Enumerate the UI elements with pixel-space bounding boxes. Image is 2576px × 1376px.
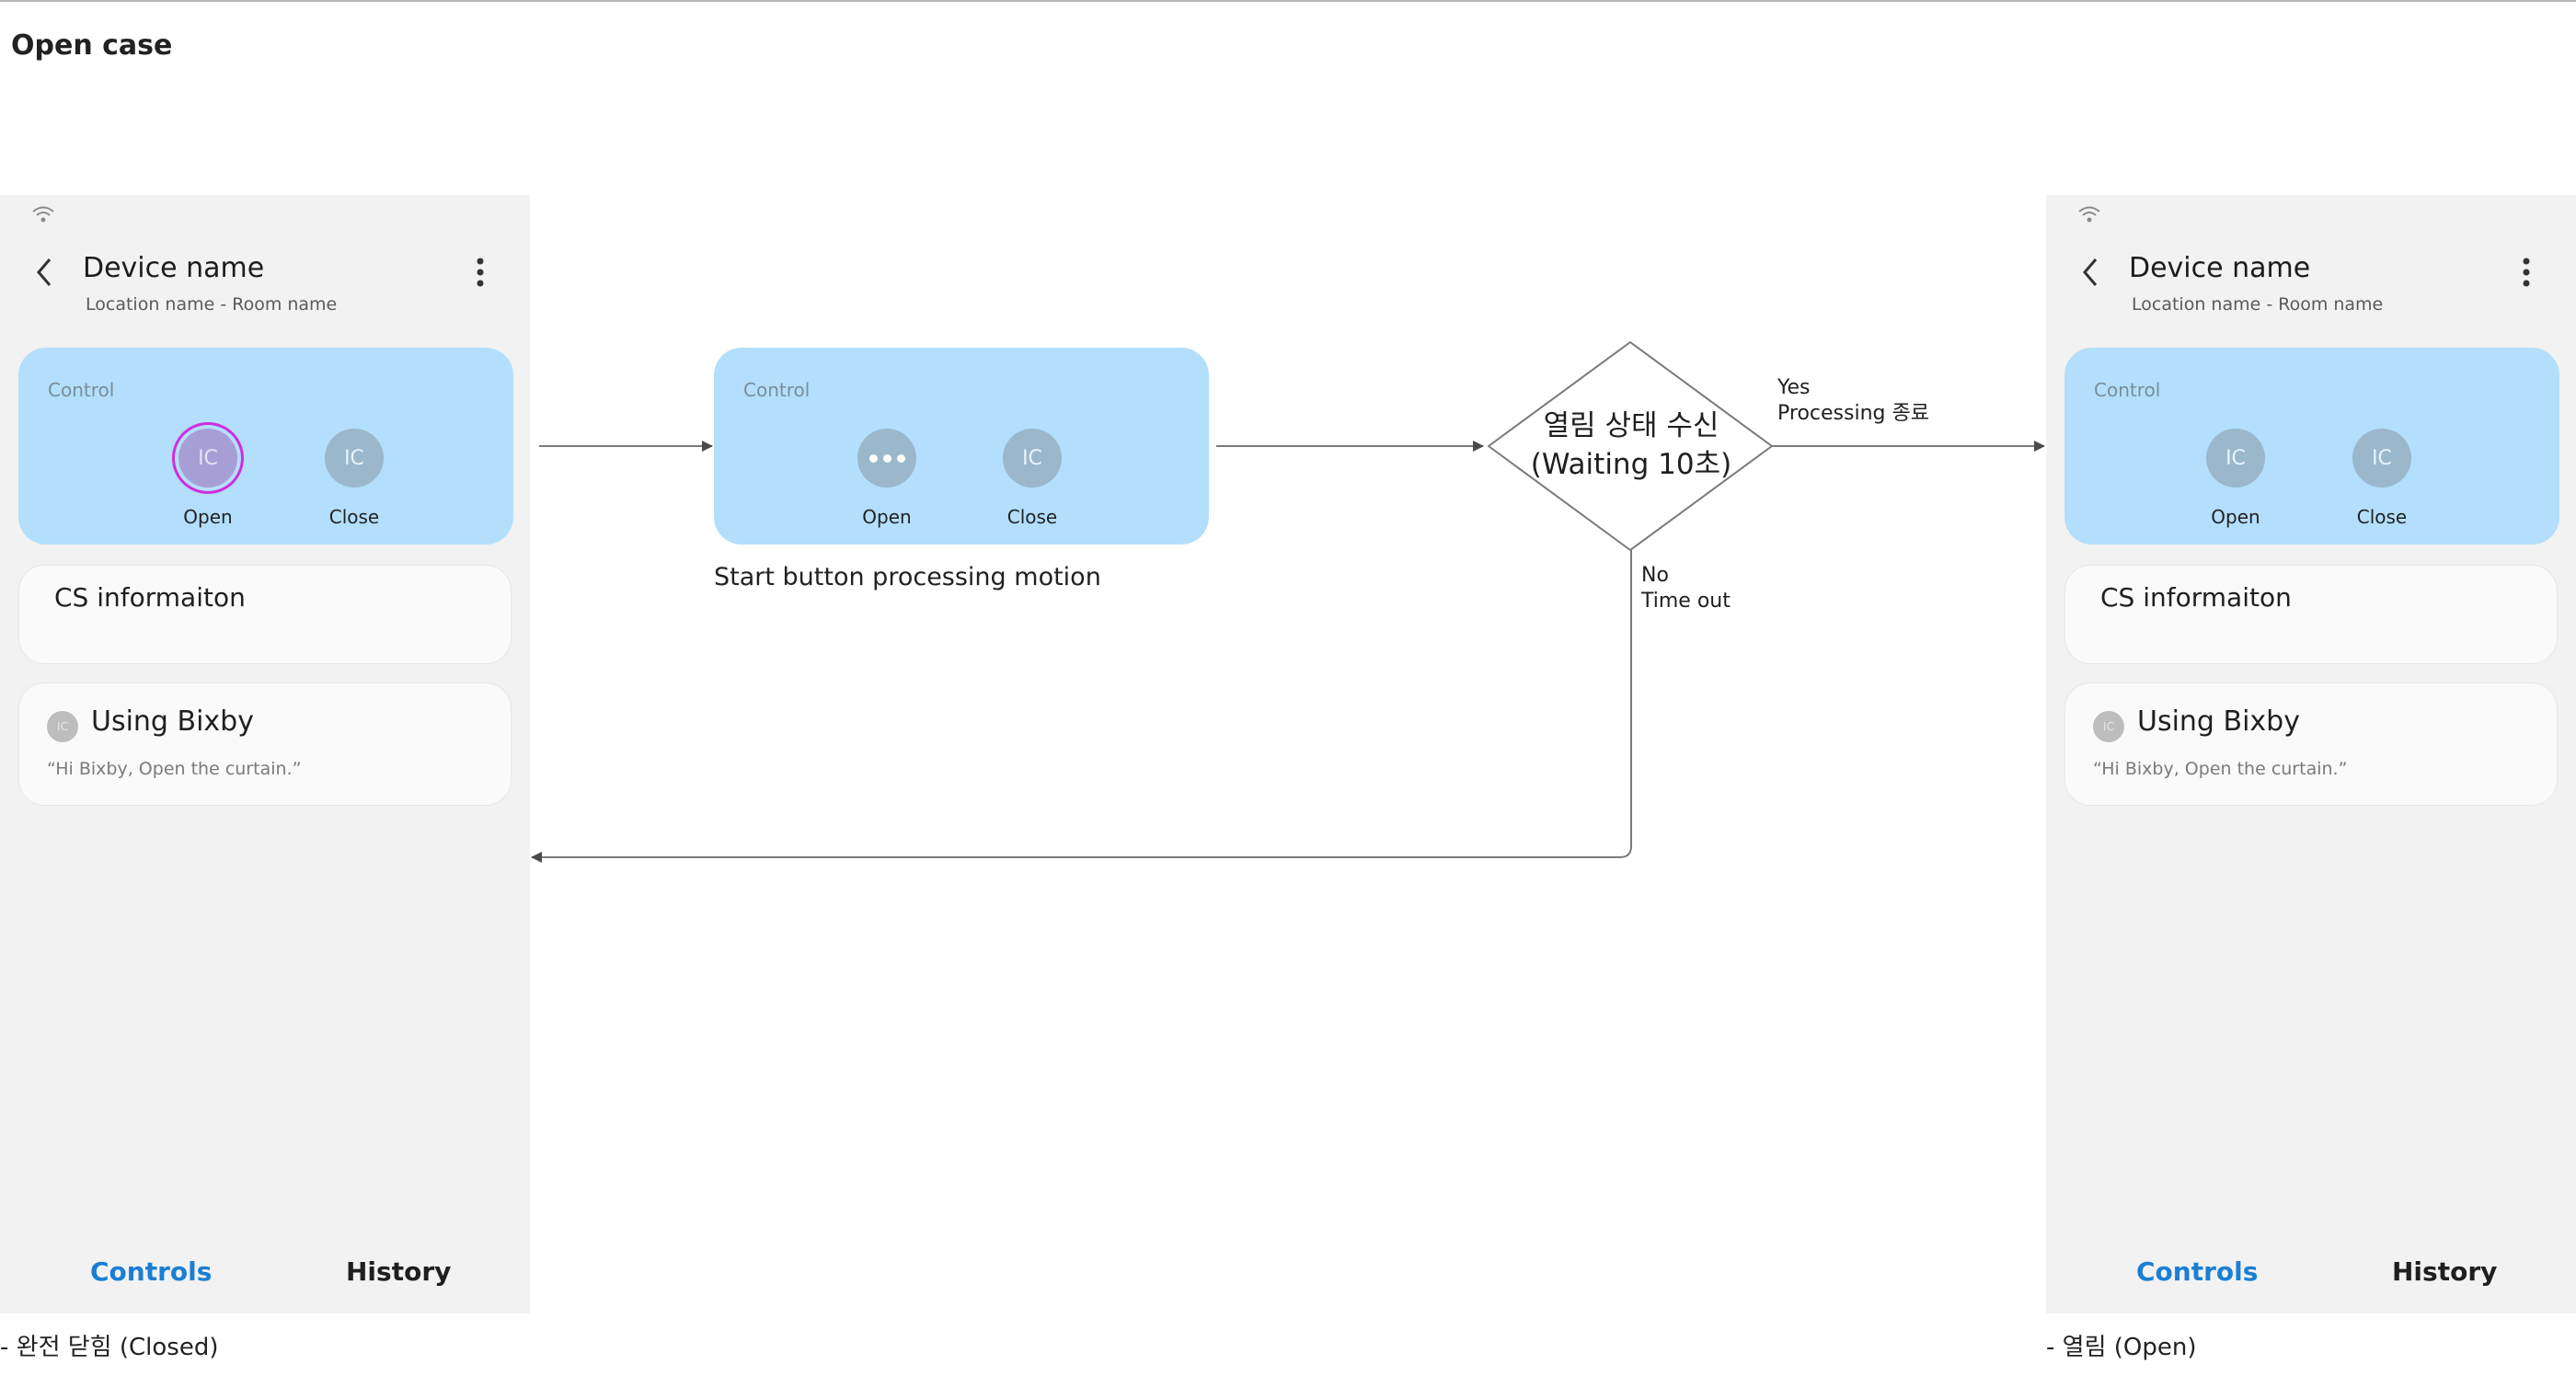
decision-line-1: 열림 상태 수신	[1543, 409, 1719, 442]
device-name: Device name	[83, 252, 265, 284]
device-name: Device name	[2129, 252, 2311, 284]
wifi-icon	[32, 206, 54, 223]
control-label: Control	[743, 379, 811, 401]
tab-controls[interactable]: Controls	[90, 1256, 213, 1287]
bixby-icon: IC	[2093, 711, 2124, 742]
open-button[interactable]: IC	[178, 429, 237, 487]
back-icon[interactable]	[2077, 254, 2105, 291]
bixby-icon: IC	[47, 711, 78, 742]
yes-text: Yes	[1777, 376, 1811, 399]
open-state-caption: - 열림 (Open)	[2046, 1334, 2197, 1361]
control-label: Control	[2094, 379, 2161, 401]
wifi-icon	[2078, 206, 2100, 223]
location-room: Location name - Room name	[86, 294, 338, 315]
processing-control-card: Control Open IC Close	[714, 348, 1209, 545]
no-text: No	[1641, 564, 1669, 587]
cs-information-title: CS informaiton	[54, 582, 246, 613]
bixby-title: Using Bixby	[2137, 705, 2300, 738]
phone-screen-open: Device name Location name - Room name Co…	[2046, 195, 2576, 1313]
open-label: Open	[183, 506, 233, 528]
arrow-timeout-back	[531, 550, 1632, 863]
control-label: Control	[48, 379, 115, 401]
page-title: Open case	[11, 29, 173, 62]
close-button[interactable]: IC	[325, 429, 384, 487]
cs-information-title: CS informaiton	[2100, 582, 2292, 613]
close-button[interactable]: IC	[2352, 429, 2411, 487]
open-button[interactable]: IC	[2206, 429, 2265, 487]
decision-line-2: (Waiting 10초)	[1530, 448, 1732, 481]
timeout-text: Time out	[1641, 590, 1731, 613]
open-processing-button[interactable]	[857, 429, 916, 487]
bixby-quote: “Hi Bixby, Open the curtain.”	[47, 759, 302, 779]
no-branch-label: No Time out	[1641, 563, 1731, 614]
yes-branch-label: Yes Processing 종료	[1777, 375, 1929, 427]
closed-state-caption: - 완전 닫힘 (Closed)	[0, 1334, 219, 1361]
more-options-icon[interactable]	[469, 256, 491, 289]
close-button[interactable]: IC	[1003, 429, 1062, 487]
bixby-card[interactable]: IC Using Bixby “Hi Bixby, Open the curta…	[2064, 682, 2558, 806]
bixby-quote: “Hi Bixby, Open the curtain.”	[2093, 759, 2348, 779]
top-divider	[0, 0, 2576, 2]
cs-information-card[interactable]: CS informaiton	[2064, 565, 2558, 664]
control-card: Control IC Open IC Close	[2064, 348, 2559, 545]
bixby-card[interactable]: IC Using Bixby “Hi Bixby, Open the curta…	[18, 682, 512, 806]
cs-information-card[interactable]: CS informaiton	[18, 565, 512, 664]
processing-dots-icon	[868, 453, 905, 463]
close-label: Close	[1006, 506, 1058, 528]
decision-text: 열림 상태 수신 (Waiting 10초)	[1490, 407, 1772, 484]
tab-history[interactable]: History	[2392, 1256, 2498, 1287]
close-label: Close	[328, 506, 380, 528]
more-options-icon[interactable]	[2515, 256, 2537, 289]
tab-history[interactable]: History	[346, 1256, 452, 1287]
close-label: Close	[2356, 506, 2408, 528]
control-card: Control IC Open IC Close	[18, 348, 513, 545]
processing-motion-caption: Start button processing motion	[714, 563, 1101, 591]
processing-end-text: Processing 종료	[1777, 402, 1929, 425]
bixby-title: Using Bixby	[91, 705, 254, 738]
open-label: Open	[862, 506, 912, 528]
open-label: Open	[2211, 506, 2260, 528]
back-icon[interactable]	[31, 254, 59, 291]
phone-screen-closed: Device name Location name - Room name Co…	[0, 195, 530, 1313]
tab-controls[interactable]: Controls	[2136, 1256, 2259, 1287]
location-room: Location name - Room name	[2132, 294, 2384, 315]
